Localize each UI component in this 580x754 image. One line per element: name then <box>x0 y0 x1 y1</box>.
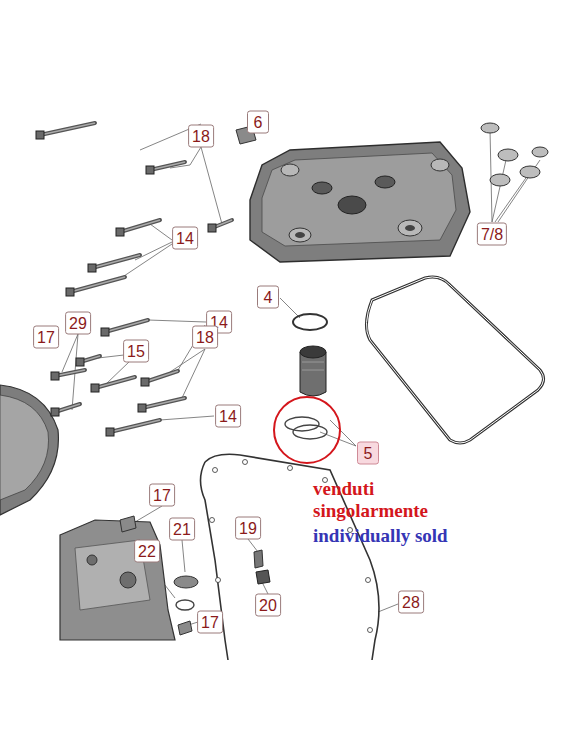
callout-number: 22 <box>134 540 160 563</box>
callout-number: 21 <box>169 518 195 541</box>
note-text: venduti singolarmente <box>313 478 463 522</box>
callout-number: 15 <box>123 340 149 363</box>
callout-number: 19 <box>235 517 261 540</box>
cover-gasket <box>366 277 543 443</box>
callout-number: 7/8 <box>477 223 507 246</box>
engine-cover <box>0 385 58 515</box>
callout-number: 14 <box>172 227 198 250</box>
callout-number: 17 <box>149 484 175 507</box>
note-text: individually sold <box>313 525 448 547</box>
o-ring <box>293 314 327 330</box>
callout-number: 17 <box>33 326 59 349</box>
spark-plug-tube <box>300 346 326 396</box>
bolts <box>36 123 232 436</box>
callout-number: 20 <box>255 594 281 617</box>
callout-number: 4 <box>257 286 279 309</box>
small-parts <box>120 126 270 635</box>
washers <box>481 123 548 186</box>
crankcase-cover <box>60 520 175 640</box>
callout-number: 17 <box>197 611 223 634</box>
highlight-circle <box>274 397 340 463</box>
callout-number: 18 <box>188 125 214 148</box>
valve-cover <box>250 142 470 262</box>
callout-number: 6 <box>247 111 269 134</box>
callout-number: 14 <box>215 405 241 428</box>
callout-number: 28 <box>398 591 424 614</box>
callout-number: 18 <box>192 326 218 349</box>
o-rings <box>285 417 327 439</box>
callout-number: 29 <box>65 312 91 335</box>
leader-lines <box>62 124 540 626</box>
callout-number: 5 <box>357 442 379 465</box>
